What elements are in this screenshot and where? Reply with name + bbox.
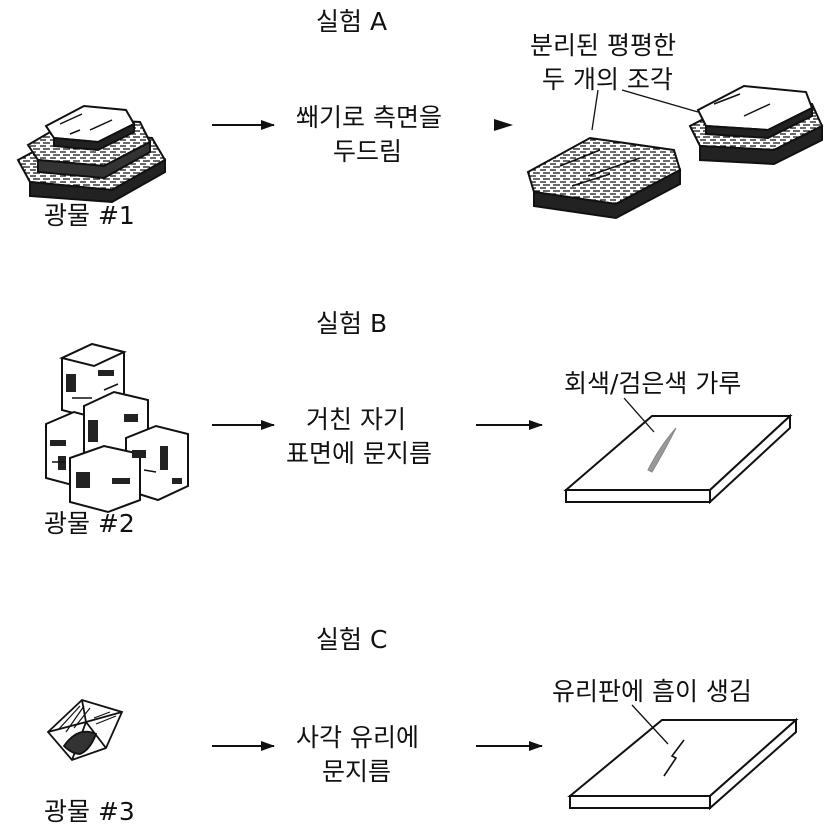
right-arrow-icon — [494, 119, 513, 131]
experiment-a-title: 실험 A — [316, 7, 388, 36]
experiment-a-result-line2: 두 개의 조각 — [542, 65, 673, 94]
gray-black-powder-streak — [647, 427, 677, 473]
cubic-crystal-cluster-icon — [45, 342, 189, 514]
leader-line — [631, 704, 669, 745]
experiment-b-result-line1: 회색/검은색 가루 — [564, 369, 742, 398]
experiment-b-action-line2: 표면에 문지름 — [286, 439, 432, 468]
experiment-b-action-line1: 거친 자기 — [306, 405, 406, 434]
experiment-c-title: 실험 C — [316, 625, 388, 654]
experiment-b-title: 실험 B — [316, 309, 388, 338]
split-flat-pieces-icon — [526, 84, 824, 220]
experiment-c-action-line1: 사각 유리에 — [296, 723, 419, 752]
experiment-a-action-line1: 쐐기로 측면을 — [296, 103, 442, 132]
leader-line — [591, 89, 599, 131]
experiment-a-action-line2: 두드림 — [333, 137, 403, 166]
experiment-c-action-line2: 문지름 — [322, 757, 392, 786]
leader-line — [621, 89, 699, 113]
mineral-2-label: 광물 #2 — [44, 509, 135, 538]
experiment-c-result-line1: 유리판에 흠이 생김 — [552, 677, 752, 706]
glass-plate-icon — [567, 717, 799, 811]
porcelain-streak-plate-icon — [563, 413, 793, 505]
mineral-1-label: 광물 #1 — [44, 201, 135, 230]
layered-flat-rock-icon — [16, 104, 167, 204]
experiment-a-result-line1: 분리된 평평한 — [530, 31, 676, 60]
octahedral-crystal-icon — [46, 698, 124, 762]
mineral-3-label: 광물 #3 — [44, 797, 135, 826]
scratch-mark — [663, 739, 685, 777]
leader-line — [623, 397, 655, 433]
